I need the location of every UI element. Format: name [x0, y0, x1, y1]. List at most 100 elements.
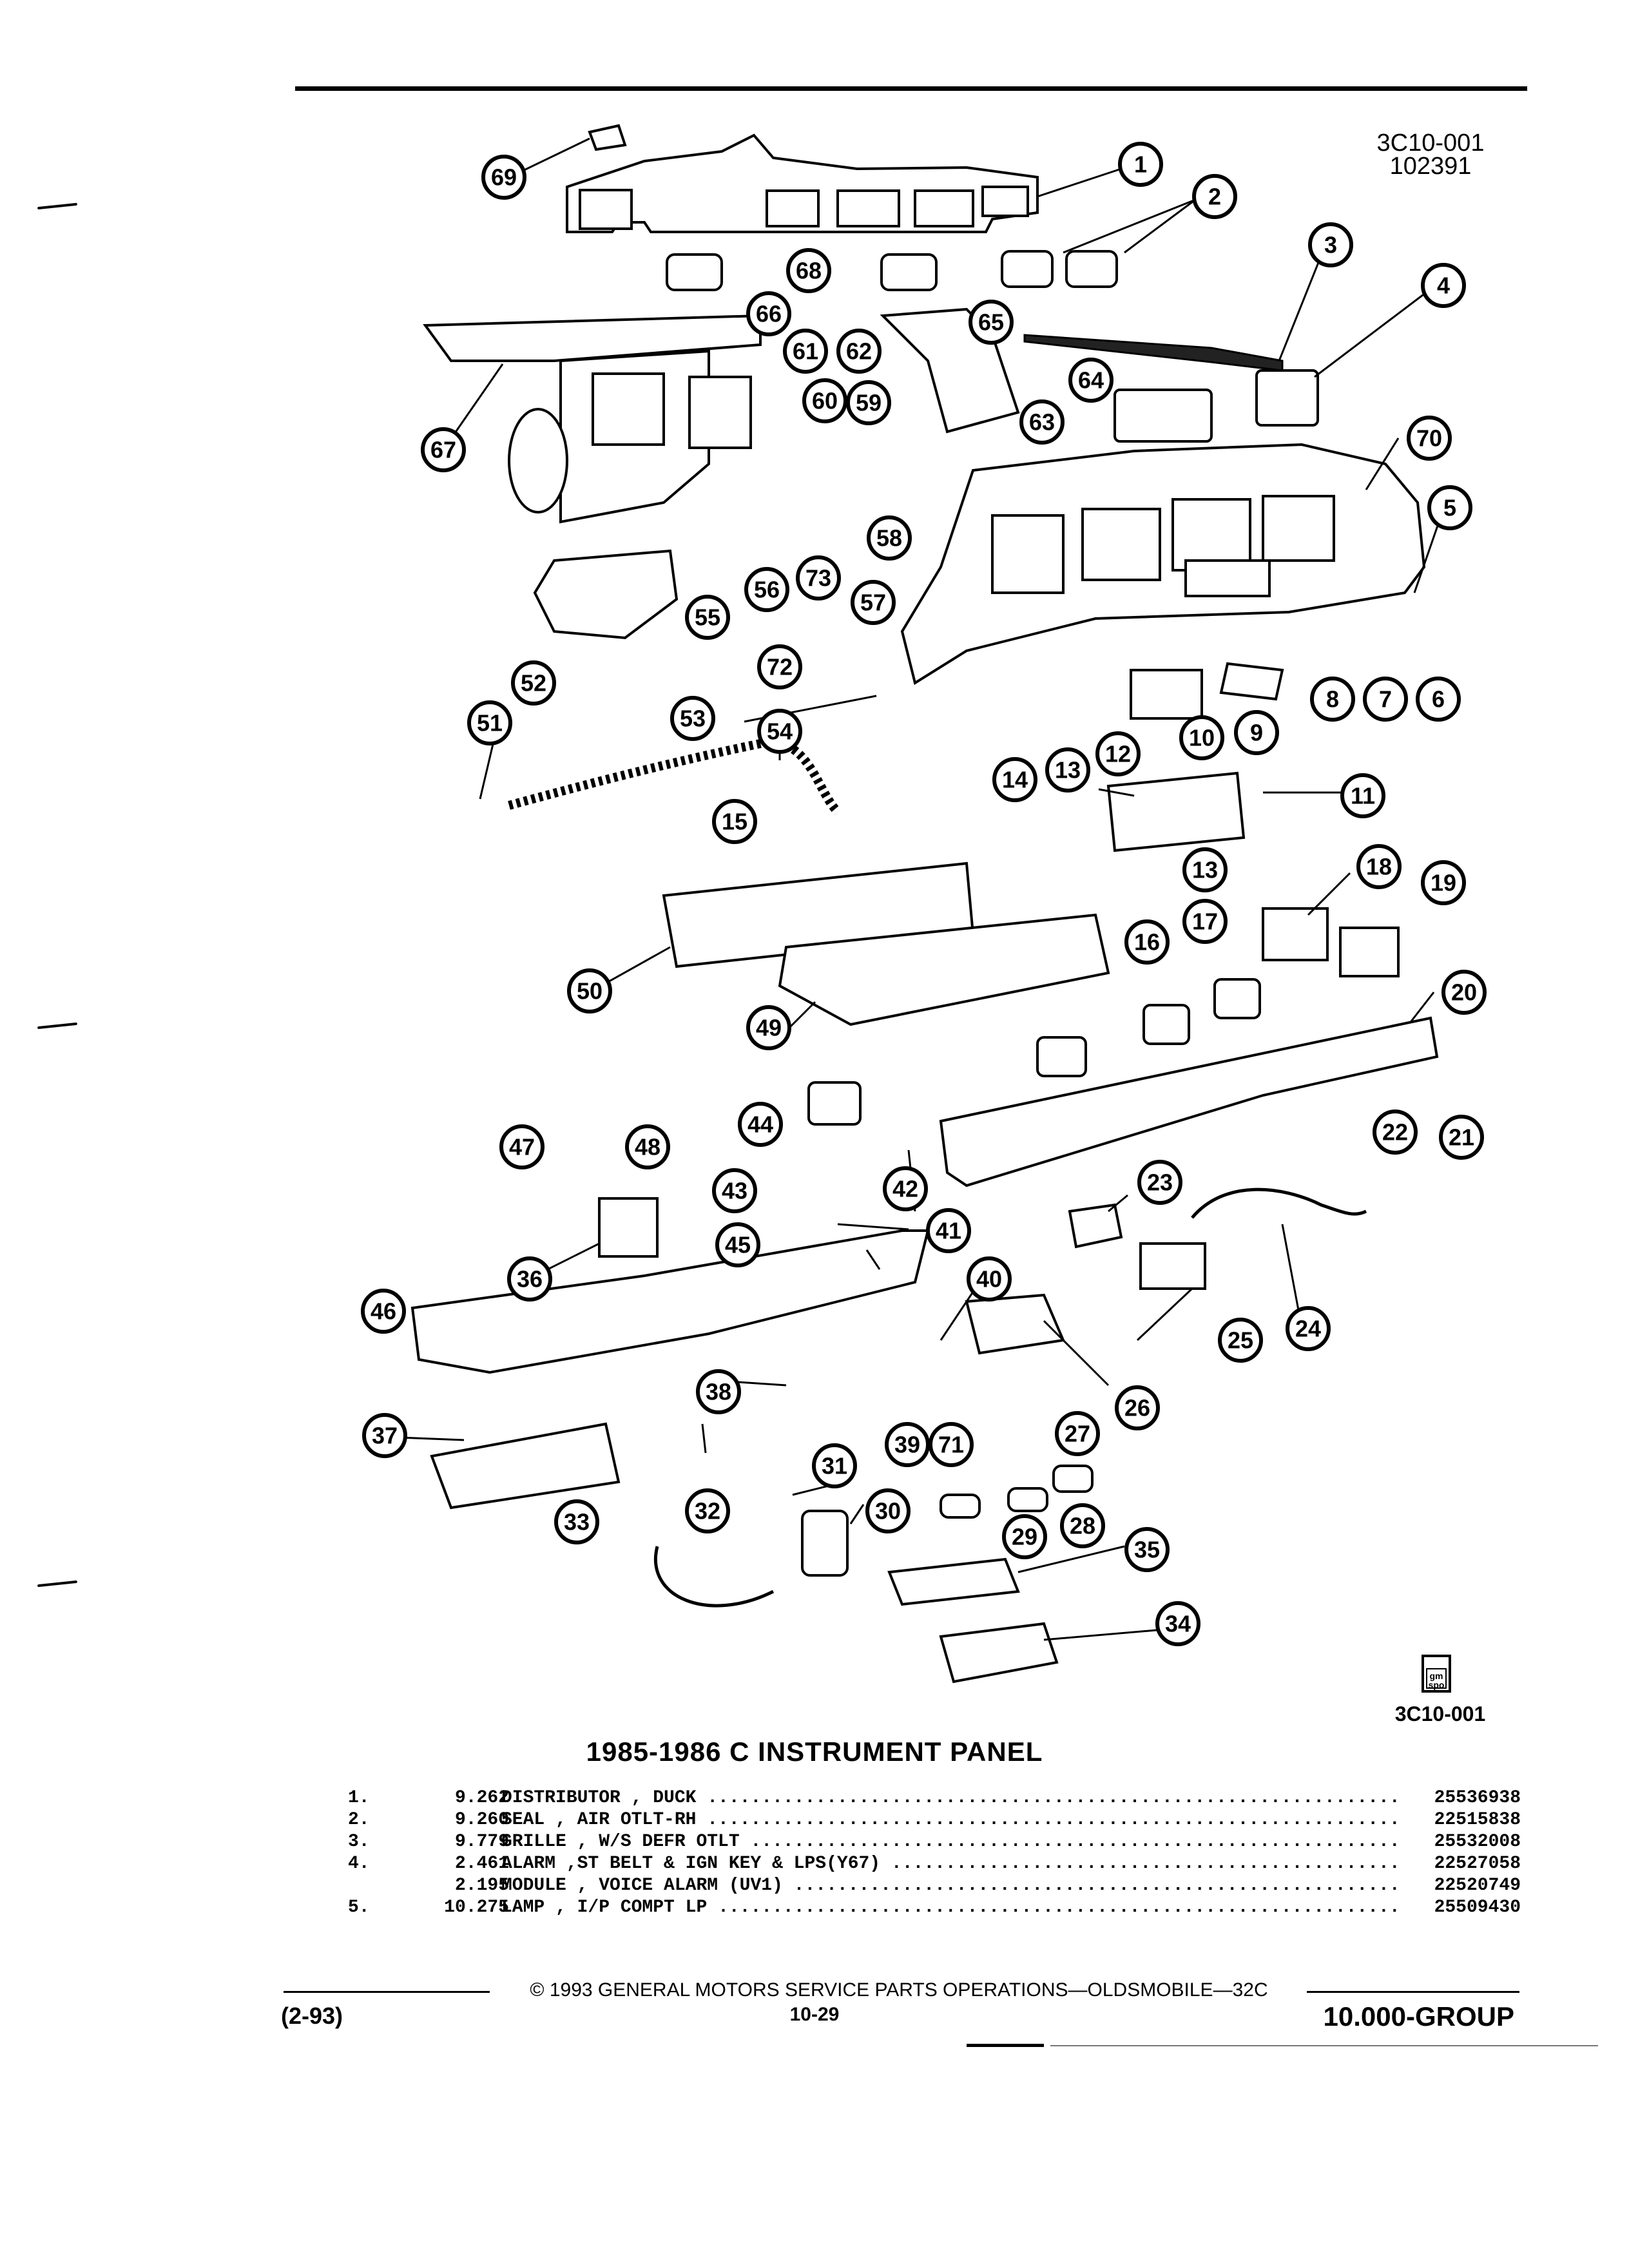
part-index: 3.	[348, 1832, 370, 1852]
alarm-module	[1255, 369, 1319, 427]
callout-29: 29	[1002, 1514, 1047, 1559]
svg-text:31: 31	[822, 1453, 847, 1479]
callout-38: 38	[696, 1369, 741, 1414]
page-number: 10-29	[789, 2004, 840, 2025]
svg-text:55: 55	[695, 604, 720, 631]
part-number: 22515838	[1434, 1810, 1521, 1830]
svg-text:65: 65	[978, 309, 1004, 336]
callout-36: 36	[507, 1256, 552, 1302]
lighter	[1052, 1465, 1094, 1493]
outlet-19	[1339, 927, 1400, 977]
callout-13: 13	[1045, 747, 1090, 793]
svg-text:60: 60	[812, 388, 838, 414]
svg-text:48: 48	[635, 1134, 660, 1160]
instrument-panel-carrier	[900, 443, 1426, 686]
svg-text:43: 43	[722, 1178, 747, 1204]
callout-25: 25	[1218, 1318, 1263, 1363]
part-index: 5.	[348, 1898, 370, 1917]
callouts: 1 2 3 4 5 6 7 8 9 10 11 12 13 13 14 15 1…	[361, 142, 1487, 1646]
callout-72: 72	[757, 644, 802, 689]
svg-text:29: 29	[1012, 1524, 1037, 1550]
callout-64: 64	[1068, 358, 1113, 403]
svg-text:53: 53	[680, 706, 706, 732]
pad-9	[1219, 662, 1284, 701]
svg-text:14: 14	[1002, 767, 1028, 793]
callout-63: 63	[1019, 399, 1065, 445]
svg-text:27: 27	[1065, 1421, 1090, 1447]
callout-62: 62	[836, 329, 882, 374]
callout-51: 51	[467, 700, 512, 745]
switch-25	[1139, 1242, 1206, 1290]
air-outlet	[1036, 1036, 1087, 1077]
part-number: 22527058	[1434, 1854, 1521, 1874]
callout-66: 66	[746, 291, 791, 336]
group-number: 10.000-GROUP	[1323, 2001, 1514, 2032]
svg-text:38: 38	[706, 1379, 731, 1405]
svg-text:22: 22	[1382, 1119, 1408, 1146]
svg-text:54: 54	[767, 718, 793, 745]
svg-text:5: 5	[1443, 495, 1456, 521]
callout-34: 34	[1155, 1601, 1200, 1646]
callout-43: 43	[712, 1168, 757, 1213]
callout-37: 37	[362, 1413, 407, 1458]
callout-42: 42	[883, 1166, 928, 1211]
callout-46: 46	[361, 1289, 406, 1334]
callout-53: 53	[670, 696, 715, 741]
callout-57: 57	[851, 580, 896, 625]
svg-text:62: 62	[846, 338, 872, 365]
svg-text:35: 35	[1134, 1537, 1160, 1563]
figure-code: 3C10-001	[1376, 130, 1485, 157]
svg-text:42: 42	[892, 1176, 918, 1202]
figure-date: 102391	[1389, 153, 1472, 180]
svg-text:67: 67	[430, 437, 456, 463]
callout-60: 60	[802, 378, 847, 423]
callout-70: 70	[1407, 416, 1452, 461]
svg-text:21: 21	[1449, 1124, 1474, 1151]
svg-text:26: 26	[1124, 1395, 1150, 1421]
svg-text:28: 28	[1070, 1513, 1095, 1539]
svg-text:57: 57	[860, 590, 886, 616]
svg-text:40: 40	[976, 1266, 1002, 1293]
svg-text:41: 41	[936, 1218, 961, 1244]
svg-text:10: 10	[1189, 725, 1215, 751]
part-index: 2.	[348, 1810, 370, 1830]
callout-22: 22	[1373, 1110, 1418, 1155]
svg-text:1: 1	[1134, 151, 1147, 178]
svg-text:9: 9	[1250, 720, 1263, 746]
parts-row: 2.195 MODULE , VOICE ALARM (UV1) 2252074…	[335, 1876, 1521, 1898]
heater-module	[423, 314, 762, 524]
part-ref: 2.195	[454, 1876, 509, 1896]
lighter-element	[1007, 1487, 1048, 1512]
callout-10: 10	[1179, 715, 1224, 760]
callout-13b: 13	[1182, 847, 1228, 892]
callout-19: 19	[1421, 860, 1466, 905]
callout-44: 44	[738, 1102, 783, 1147]
callout-69: 69	[481, 155, 526, 200]
console-lower	[430, 1422, 621, 1510]
svg-text:47: 47	[509, 1134, 535, 1160]
callout-4: 4	[1421, 263, 1466, 308]
part-ref: 10.275	[444, 1898, 509, 1917]
gm-spo-logo	[1422, 1655, 1451, 1693]
svg-text:66: 66	[756, 301, 782, 327]
callout-23: 23	[1137, 1160, 1182, 1205]
svg-text:59: 59	[856, 390, 882, 416]
svg-text:68: 68	[796, 258, 822, 284]
svg-text:7: 7	[1379, 686, 1392, 713]
cord	[654, 1546, 775, 1608]
callout-71: 71	[929, 1422, 974, 1467]
part-description: SEAL , AIR OTLT-RH	[501, 1810, 1398, 1830]
callout-14: 14	[992, 757, 1037, 802]
callout-8: 8	[1310, 677, 1355, 722]
part-number: 25532008	[1434, 1832, 1521, 1852]
panel-36	[598, 1197, 659, 1258]
part-ref: 9.262	[454, 1788, 509, 1808]
outlet-18	[1262, 907, 1329, 961]
svg-text:3: 3	[1324, 232, 1337, 258]
part-description: DISTRIBUTOR , DUCK	[501, 1788, 1398, 1808]
cable-24	[1191, 1187, 1367, 1219]
part-description: ALARM ,ST BELT & IGN KEY & LPS(Y67)	[501, 1854, 1398, 1874]
callout-12: 12	[1095, 731, 1141, 776]
svg-text:33: 33	[564, 1509, 590, 1535]
callout-27: 27	[1055, 1411, 1100, 1456]
